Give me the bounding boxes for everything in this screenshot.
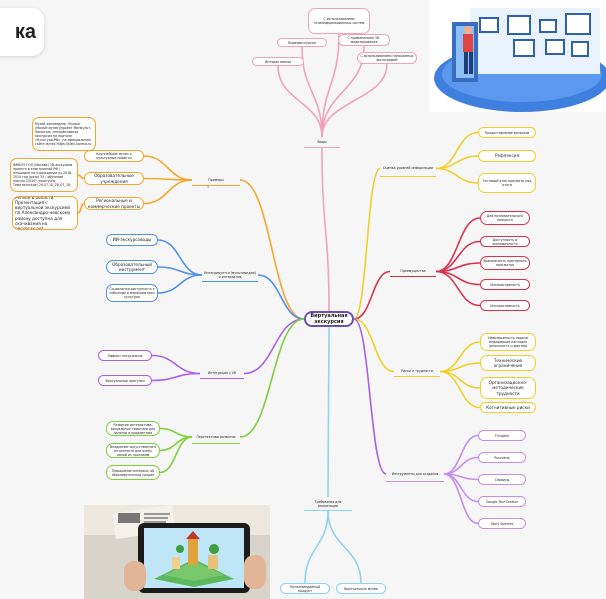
link-perspectives-2 [159,436,193,474]
requirements-item-0[interactable]: Мультимедийный продукт [280,583,330,594]
link-types-1 [321,33,340,138]
link-vr-1 [151,372,201,382]
link-center-requirements [327,326,330,498]
link-center-examples [239,179,305,320]
link-center-vr [243,318,305,375]
tools-item-1[interactable]: Roundme [478,452,526,463]
examples-note-1[interactable]: ФМБОУ ГОЛ (Москва) 3D-экскурсия проекта … [10,158,78,192]
requirements-item-1[interactable]: Виртуальные музеи [336,583,386,594]
multimedia-item-1[interactable]: Образовательный инструмент [106,260,158,274]
link-evaluation-2 [435,167,479,184]
types-item-1[interactable]: С использованием телеинформационных сист… [308,8,370,34]
central-topic[interactable]: Виртуальная экскурсия [304,311,354,327]
advantages-item-0[interactable]: Для познавательного процесса [480,211,530,225]
perspectives-item-1[interactable]: Внедрение искусственного интеллекта для … [106,443,160,458]
link-center-advantages [353,270,391,320]
advantages-item-2[interactable]: Возможность повторного просмотра [480,256,530,270]
advantages-item-3[interactable]: Интерактивность [480,279,530,290]
link-center-risks [353,318,395,373]
vr-item-0[interactable]: Эффект погружения [98,350,152,361]
examples-note-0[interactable]: Музей-заповедник «Кижи» (Малые музеи)/пр… [32,117,96,151]
multimedia-item-2[interactable]: Социальная доступность к событиям и меро… [106,284,158,302]
branch-requirements[interactable]: Требования для реализации [304,497,352,511]
tablet-ar-illustration [84,505,270,599]
types-item-3[interactable]: Интерактивная [252,57,304,66]
link-advantages-4 [435,270,481,307]
examples-sub-label: 1 [206,185,210,189]
tools-item-2[interactable]: Сервисы [478,474,526,485]
link-multimedia-0 [157,239,203,276]
link-types-3 [277,65,323,138]
branch-tools[interactable]: Инструменты для создания [386,466,444,482]
risks-item-1[interactable]: Технические ограничения [480,355,536,371]
branch-perspectives[interactable]: Перспективы развития [192,430,240,444]
evaluation-item-1[interactable]: Рефлексия [478,150,536,162]
branch-advantages[interactable]: Преимущества [390,266,436,277]
link-examples-note-1 [77,174,85,180]
link-multimedia-2 [157,274,203,294]
types-item-0[interactable]: Видеоэкскурсия [277,38,327,47]
examples-item-0[interactable]: Крупнейшие музеи и культурные проекты [84,150,144,162]
types-item-2[interactable]: С применением 3D-моделирования [338,34,390,46]
evaluation-item-2[interactable]: Тестовый этап просмотр под итоги [478,173,536,193]
link-center-multimedia [257,274,305,320]
link-examples-0 [143,155,193,181]
tools-item-3[interactable]: Google Tour Creator [478,496,526,507]
perspectives-item-2[interactable]: Повышение интереса: об образовательных с… [106,465,160,480]
gallery-illustration [430,0,606,112]
tools-item-4[interactable]: Story Spheres [478,518,526,529]
advantages-item-1[interactable]: Доступность и экономичность [480,236,530,247]
link-vr-0 [151,354,201,375]
link-tools-1 [443,456,479,475]
link-examples-2 [143,179,193,205]
page-title-fragment: ка [0,8,44,56]
risks-item-0[interactable]: Невозможность подачи информации наглядно… [480,333,536,351]
link-center-evaluation [353,167,381,320]
advantages-item-4[interactable]: Интерактивность [480,300,530,311]
link-types-4 [321,63,388,138]
risks-item-3[interactable]: Когнитивные риски [480,402,536,413]
evaluation-item-0[interactable]: Предоставление вопросов [478,127,536,138]
link-tools-0 [443,434,479,475]
examples-note-2[interactable]: Регион в области. Презентация с виртуаль… [12,196,78,230]
types-item-4[interactable]: С использованием панорамных фотографий [357,52,417,64]
perspectives-item-0[interactable]: Развитие интерактива: визуальные тематик… [106,421,160,436]
vr-item-1[interactable]: Виртуальные прогулки [98,375,152,386]
link-center-types [321,147,330,312]
link-perspectives-0 [159,427,193,438]
link-center-perspectives [239,318,305,438]
link-examples-note-2 [77,202,85,214]
link-risks-3 [439,370,481,409]
examples-item-2[interactable]: Региональные и коммерческие проекты [84,197,144,210]
branch-examples[interactable]: Примеры [192,174,240,186]
link-requirements-0 [304,510,329,584]
examples-item-1[interactable]: Образовательные учреждения [84,172,144,185]
link-center-tools [353,318,387,475]
risks-item-2[interactable]: Организационно-методические трудности [480,377,536,399]
link-requirements-1 [327,510,362,584]
branch-multimedia[interactable]: Интегрируется (мультимедия) и интерактив [202,268,258,282]
branch-risks[interactable]: Риски и трудности [394,366,440,377]
tools-item-0[interactable]: Thinglink [478,430,526,441]
multimedia-item-0[interactable]: ИИ-экскурсоводы [106,234,158,246]
branch-vr[interactable]: Интеграция с VR [200,368,244,379]
link-risks-2 [439,370,481,389]
link-tools-4 [443,473,479,525]
branch-types[interactable]: Виды [304,137,340,148]
branch-evaluation[interactable]: Оценка уровней информации [380,160,436,177]
